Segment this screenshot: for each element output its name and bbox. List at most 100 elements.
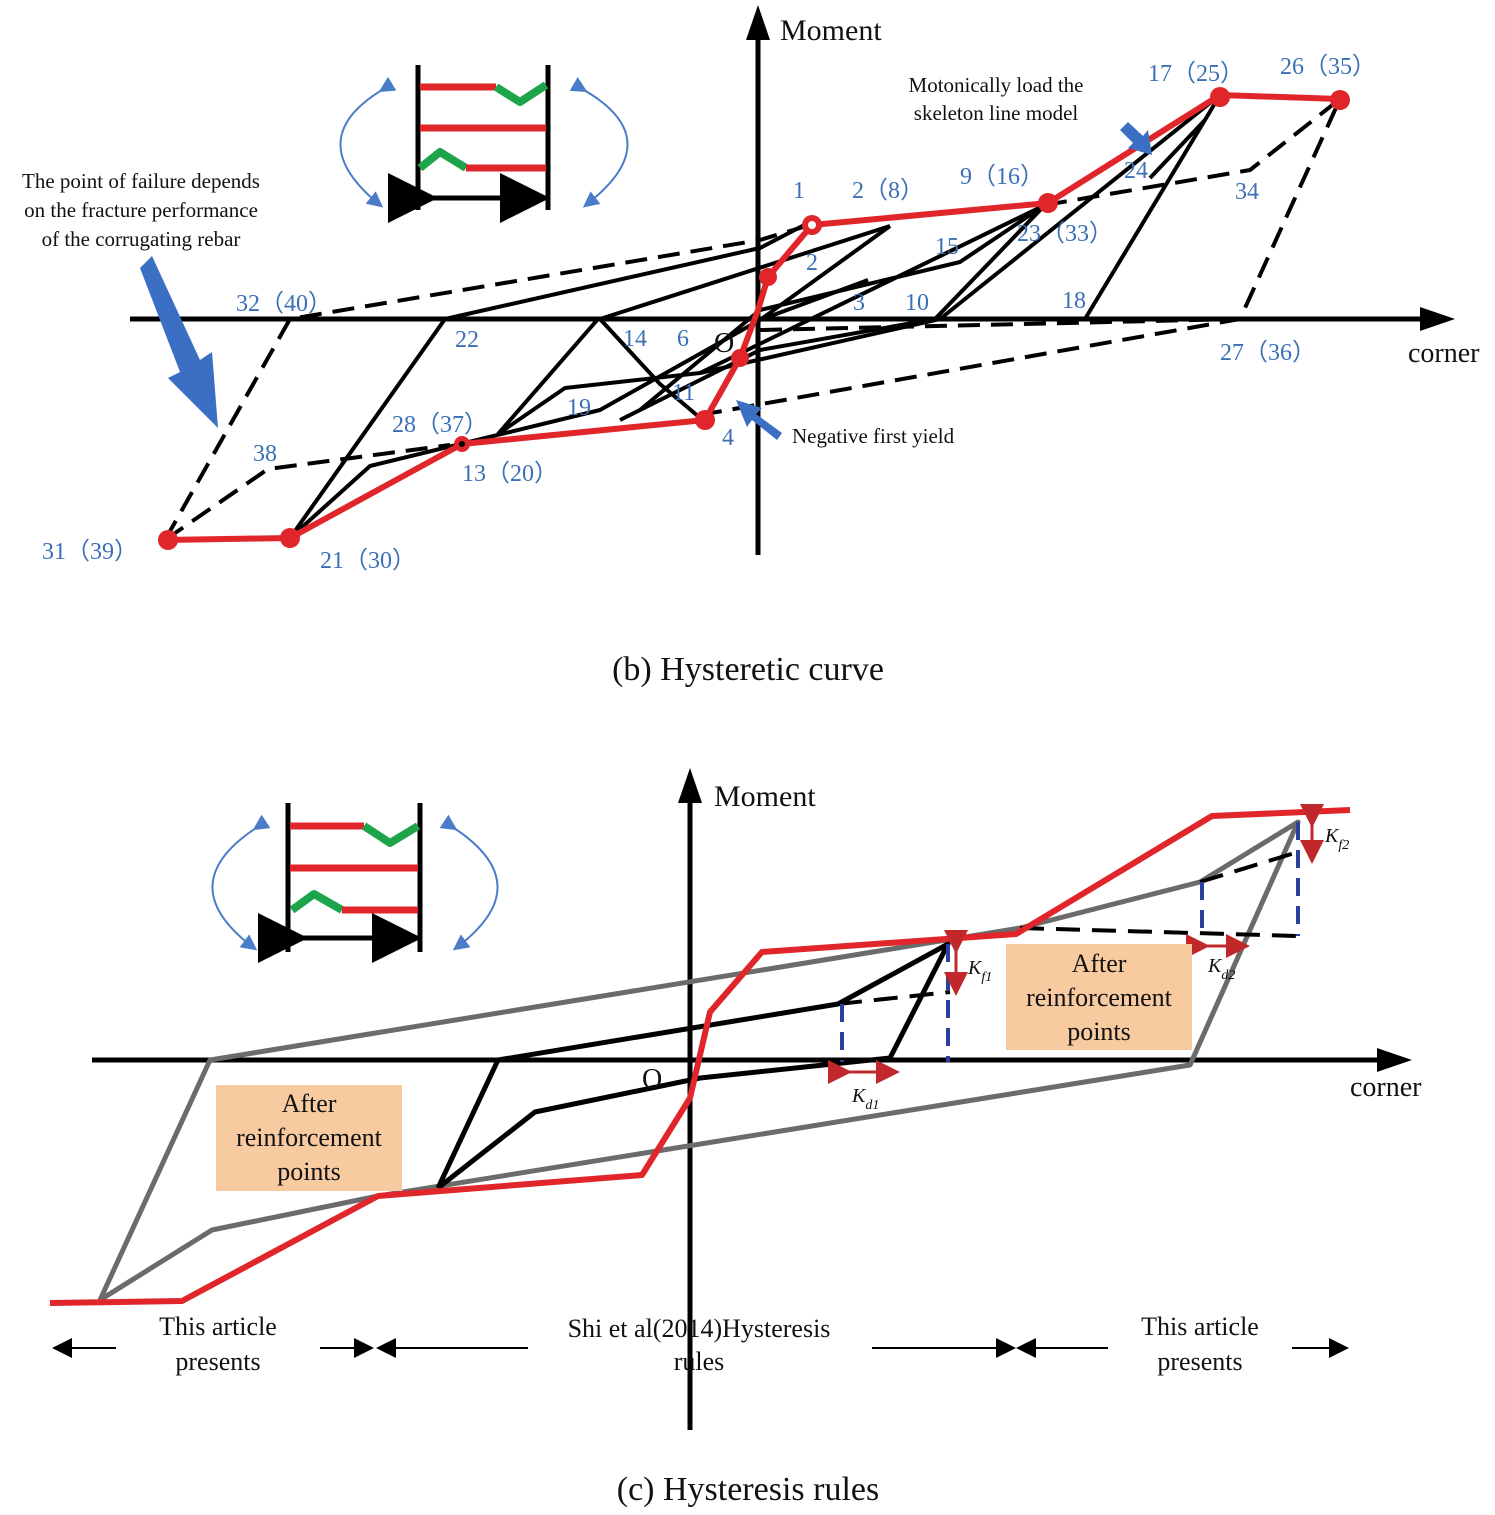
b-negative-yield-arrow [736, 400, 782, 440]
b-monotonic-line-2: skeleton line model [914, 101, 1079, 125]
c-rotation-arrow-right [439, 814, 499, 951]
c-x-axis-label: corner [1350, 1072, 1422, 1103]
b-label-34: 34 [1235, 179, 1259, 205]
b-label-19: 19 [567, 395, 591, 421]
b-point-labels: 1 2（8） 2 3 4 6 9（16） 10 11 13（20） 14 15 … [42, 54, 1376, 574]
c-box-left-line-2: reinforcement [236, 1123, 383, 1152]
b-label-27-36: 27（36） [1220, 340, 1316, 366]
c-kf1-symbol: K [967, 957, 983, 979]
b-label-10: 10 [905, 290, 929, 316]
c-kd1-marker: Kd1 [828, 1060, 900, 1113]
c-box-right-line-1: After [1072, 949, 1127, 978]
c-kf1-marker: Kf1 [944, 930, 992, 996]
c-region-left-line-1: This article [159, 1312, 277, 1341]
c-box-right: After reinforcement points [1006, 944, 1192, 1050]
b-point-pos-yield [759, 268, 777, 286]
b-failure-line-1: The point of failure depends [22, 169, 260, 193]
c-x-axis-arrowhead [1377, 1048, 1412, 1072]
b-label-18: 18 [1062, 288, 1086, 314]
b-origin-label: O [714, 328, 734, 359]
b-point-17 [1210, 87, 1230, 107]
b-point-9 [1038, 193, 1058, 213]
svg-text:Kf1: Kf1 [967, 957, 992, 985]
c-kd2-marker: Kd2 [1186, 934, 1250, 983]
c-kd1-sub: d1 [865, 1098, 879, 1113]
b-rotation-arrow-right [569, 77, 629, 208]
panel-c: Kf1 Kf2 Kd1 Kd2 After reinforcement poin… [49, 768, 1422, 1508]
c-y-axis-label: Moment [714, 780, 816, 813]
b-label-6: 6 [677, 326, 689, 352]
b-label-4: 4 [722, 425, 734, 451]
b-caption: (b) Hysteretic curve [612, 651, 884, 688]
panel-b: 1 2（8） 2 3 4 6 9（16） 10 11 13（20） 14 15 … [22, 5, 1480, 688]
b-label-15: 15 [935, 234, 959, 260]
svg-text:Kf2: Kf2 [1324, 825, 1349, 853]
c-kf1-sub: f1 [981, 970, 992, 985]
c-box-right-line-3: points [1067, 1017, 1131, 1046]
b-y-axis-label: Moment [780, 14, 882, 47]
c-rebar-icon [211, 803, 499, 963]
b-negative-yield-text: Negative first yield [792, 424, 955, 448]
b-monotonic-arrow [1120, 122, 1152, 155]
b-monotonic-line-1: Motonically load the [909, 73, 1084, 97]
b-failure-arrow [140, 256, 218, 428]
b-label-21-30: 21（30） [320, 548, 416, 574]
b-rotation-arrow-left [339, 76, 397, 208]
c-box-left-line-1: After [282, 1089, 337, 1118]
c-skeleton-curve [49, 807, 1351, 1306]
b-label-38: 38 [253, 441, 277, 467]
c-black-loop [435, 941, 951, 1190]
c-blue-verticals [840, 822, 1300, 1062]
b-rebar-icon [339, 65, 629, 223]
b-point-1-inner [808, 221, 816, 229]
c-kf2-symbol: K [1324, 825, 1340, 847]
svg-text:Kd1: Kd1 [851, 1085, 879, 1113]
b-label-31-39: 31（39） [42, 539, 138, 565]
b-label-13-20: 13（20） [462, 461, 558, 487]
c-region-right-line-2: presents [1157, 1347, 1242, 1376]
b-label-2: 2 [806, 250, 818, 276]
b-label-32-40: 32（40） [236, 291, 332, 317]
b-point-13-inner [459, 441, 465, 447]
b-x-axis-label: corner [1408, 338, 1480, 369]
b-monotonic-annotation: Motonically load the skeleton line model [909, 73, 1152, 155]
b-label-17-25: 17（25） [1148, 61, 1244, 87]
c-kd1-symbol: K [851, 1085, 867, 1107]
b-label-9-16: 9（16） [960, 164, 1044, 190]
b-point-31 [158, 530, 178, 550]
c-kf2-marker: Kf2 [1300, 804, 1349, 864]
b-label-26-35: 26（35） [1280, 54, 1376, 80]
c-rotation-arrow-left [211, 814, 271, 951]
c-kf2-sub: f2 [1338, 838, 1349, 853]
b-dashed-loops [163, 97, 1342, 542]
b-x-axis-arrowhead [1420, 307, 1455, 331]
b-y-axis-arrowhead [746, 5, 770, 40]
b-solid-loops [288, 93, 1222, 540]
c-region-left-line-2: presents [175, 1347, 260, 1376]
b-label-28-37: 28（37） [392, 412, 488, 438]
b-label-14: 14 [623, 326, 647, 352]
b-label-2-8: 2（8） [852, 178, 924, 204]
b-point-neg-yield [731, 349, 749, 367]
c-region-middle-line-1: Shi et al(2014)Hysteresis [568, 1314, 831, 1343]
b-label-11: 11 [672, 380, 695, 406]
b-label-23-33: 23（33） [1017, 221, 1113, 247]
b-label-22: 22 [455, 327, 479, 353]
b-point-4 [695, 410, 715, 430]
c-box-right-line-2: reinforcement [1026, 983, 1173, 1012]
c-kd2-sub: d2 [1221, 968, 1235, 983]
b-skeleton-curve [164, 92, 1341, 543]
c-kd2-symbol: K [1207, 955, 1223, 977]
c-region-middle-line-2: rules [674, 1347, 725, 1376]
b-label-1: 1 [793, 178, 805, 204]
b-point-26 [1330, 90, 1350, 110]
b-failure-line-3: of the corrugating rebar [42, 227, 241, 251]
c-box-left: After reinforcement points [216, 1085, 402, 1191]
svg-text:Kd2: Kd2 [1207, 955, 1235, 983]
b-label-24: 24 [1124, 158, 1148, 184]
b-negative-yield-annotation: Negative first yield [736, 400, 955, 448]
b-failure-line-2: on the fracture performance [24, 198, 258, 222]
b-failure-annotation: The point of failure depends on the frac… [22, 169, 260, 428]
c-region-right-line-1: This article [1141, 1312, 1259, 1341]
